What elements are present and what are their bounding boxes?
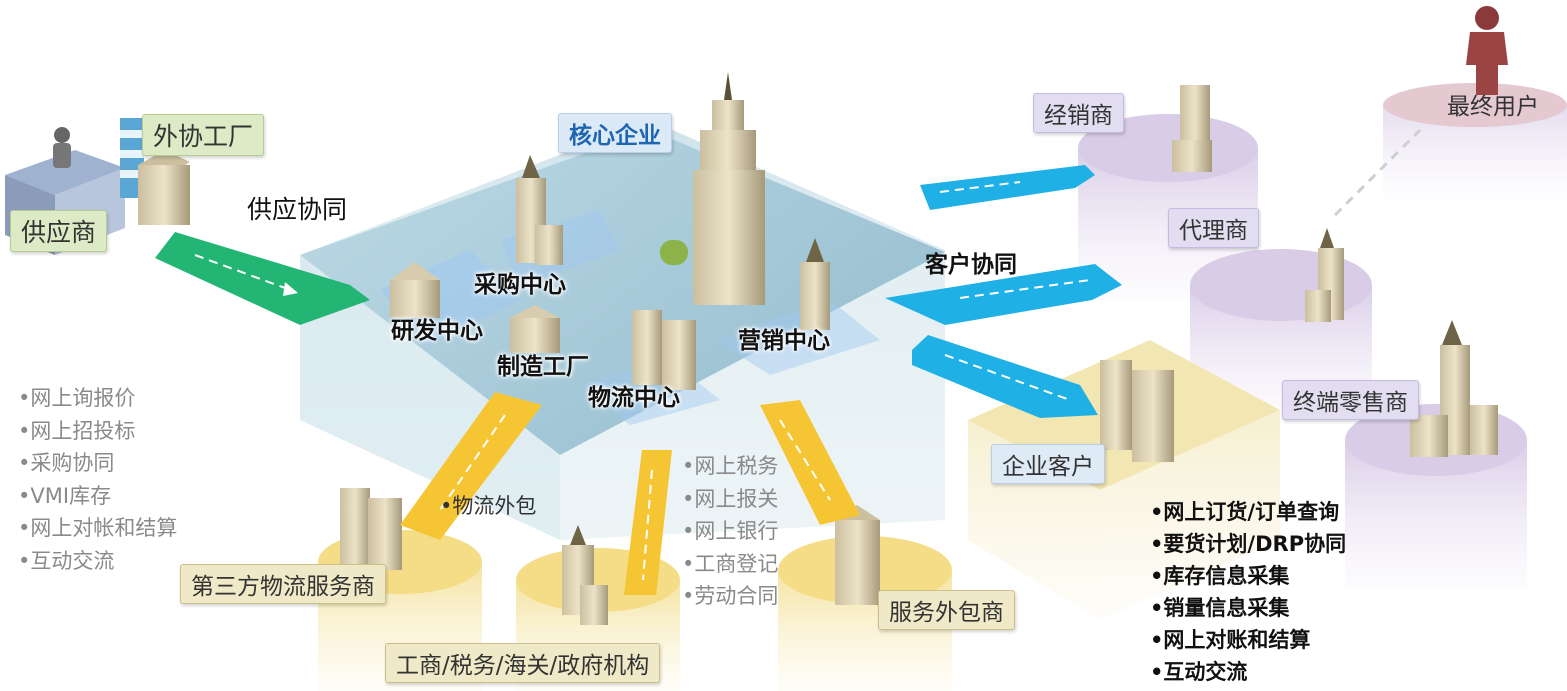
customer-services-list: •网上订货/订单查询 •要货计划/DRP协同 •库存信息采集 •销量信息采集 •… xyxy=(1150,496,1346,688)
third-party-logistics-label: 第三方物流服务商 xyxy=(180,564,386,604)
service-outsourcer-label: 服务外包商 xyxy=(878,590,1015,630)
procurement-center-label: 采购中心 xyxy=(474,272,566,298)
list-item: •网上银行 xyxy=(682,519,779,543)
building-rnd xyxy=(390,262,440,318)
building-marketing xyxy=(800,238,830,330)
core-platform xyxy=(300,120,945,540)
list-item: •网上税务 xyxy=(682,454,779,478)
end-user-dashed-arrow xyxy=(1333,128,1422,217)
list-item: •互动交流 xyxy=(18,548,115,573)
core-tower xyxy=(660,72,765,305)
yellow-arrow-service xyxy=(760,400,860,525)
list-item: •网上报关 xyxy=(682,486,779,511)
supply-collab-label: 供应协同 xyxy=(247,195,348,224)
disk-end-user xyxy=(1383,83,1567,200)
supplier-label: 供应商 xyxy=(10,210,108,252)
list-item: •工商登记 xyxy=(682,551,779,576)
list-item: •网上招投标 xyxy=(18,418,136,443)
logistics-center-label: 物流中心 xyxy=(588,385,680,411)
list-item: •销量信息采集 xyxy=(1150,596,1290,620)
customer-arrow-agent xyxy=(885,264,1122,325)
end-user-figure xyxy=(1466,6,1508,95)
building-government xyxy=(562,525,608,625)
yellow-arrow-government xyxy=(624,450,672,595)
customer-arrow-enterprise xyxy=(912,335,1098,418)
building-manufacturing xyxy=(510,305,560,353)
supplier-services-list: •网上询报价 •网上招投标 •采购协同 •VMI库存 •网上对帐和结算 •互动交… xyxy=(18,382,177,577)
agent-label: 代理商 xyxy=(1168,208,1259,248)
list-item: •互动交流 xyxy=(1150,660,1248,684)
list-item: •劳动合同 xyxy=(682,584,779,608)
manufacturing-plant-label: 制造工厂 xyxy=(497,354,589,380)
list-item: •库存信息采集 xyxy=(1150,564,1290,588)
yellow-arrow-logistics xyxy=(400,392,542,540)
logistics-outsourcing-label: •物流外包 xyxy=(440,494,537,518)
end-retailer-label: 终端零售商 xyxy=(1282,380,1419,420)
list-item: •要货计划/DRP协同 xyxy=(1150,532,1347,556)
outsourced-factory-label: 外协工厂 xyxy=(142,114,265,156)
customer-arrow-distributor xyxy=(920,165,1095,210)
building-end-retailer xyxy=(1410,320,1498,457)
building-third-party-logistics xyxy=(340,488,402,570)
customer-collab-label: 客户协同 xyxy=(925,252,1017,278)
list-item: •网上订货/订单查询 xyxy=(1150,500,1340,524)
building-logistics xyxy=(632,310,696,390)
marketing-center-label: 营销中心 xyxy=(738,328,830,354)
distributor-label: 经销商 xyxy=(1033,93,1124,133)
core-enterprise-label: 核心企业 xyxy=(558,113,672,153)
rnd-center-label: 研发中心 xyxy=(391,318,483,344)
building-distributor xyxy=(1172,85,1212,172)
list-item: •网上询报价 xyxy=(18,386,136,410)
list-item: •VMI库存 xyxy=(18,483,112,508)
building-enterprise-customer xyxy=(1100,360,1174,462)
list-item: •采购协同 xyxy=(18,451,115,475)
list-item: •网上对帐和结算 xyxy=(18,516,178,540)
building-agent xyxy=(1305,228,1344,322)
building-procurement xyxy=(516,155,563,265)
supply-collab-arrow xyxy=(155,232,370,325)
outsourced-factory-building xyxy=(120,118,190,225)
enterprise-customer-label: 企业客户 xyxy=(991,444,1105,484)
end-user-label: 最终用户 xyxy=(1447,94,1539,120)
government-label: 工商/税务/海关/政府机构 xyxy=(385,643,661,683)
list-item: •网上对账和结算 xyxy=(1150,628,1311,652)
gov-services-list: •网上税务 •网上报关 •网上银行 •工商登记 •劳动合同 xyxy=(682,450,778,613)
building-service-outsourcer xyxy=(835,505,880,605)
